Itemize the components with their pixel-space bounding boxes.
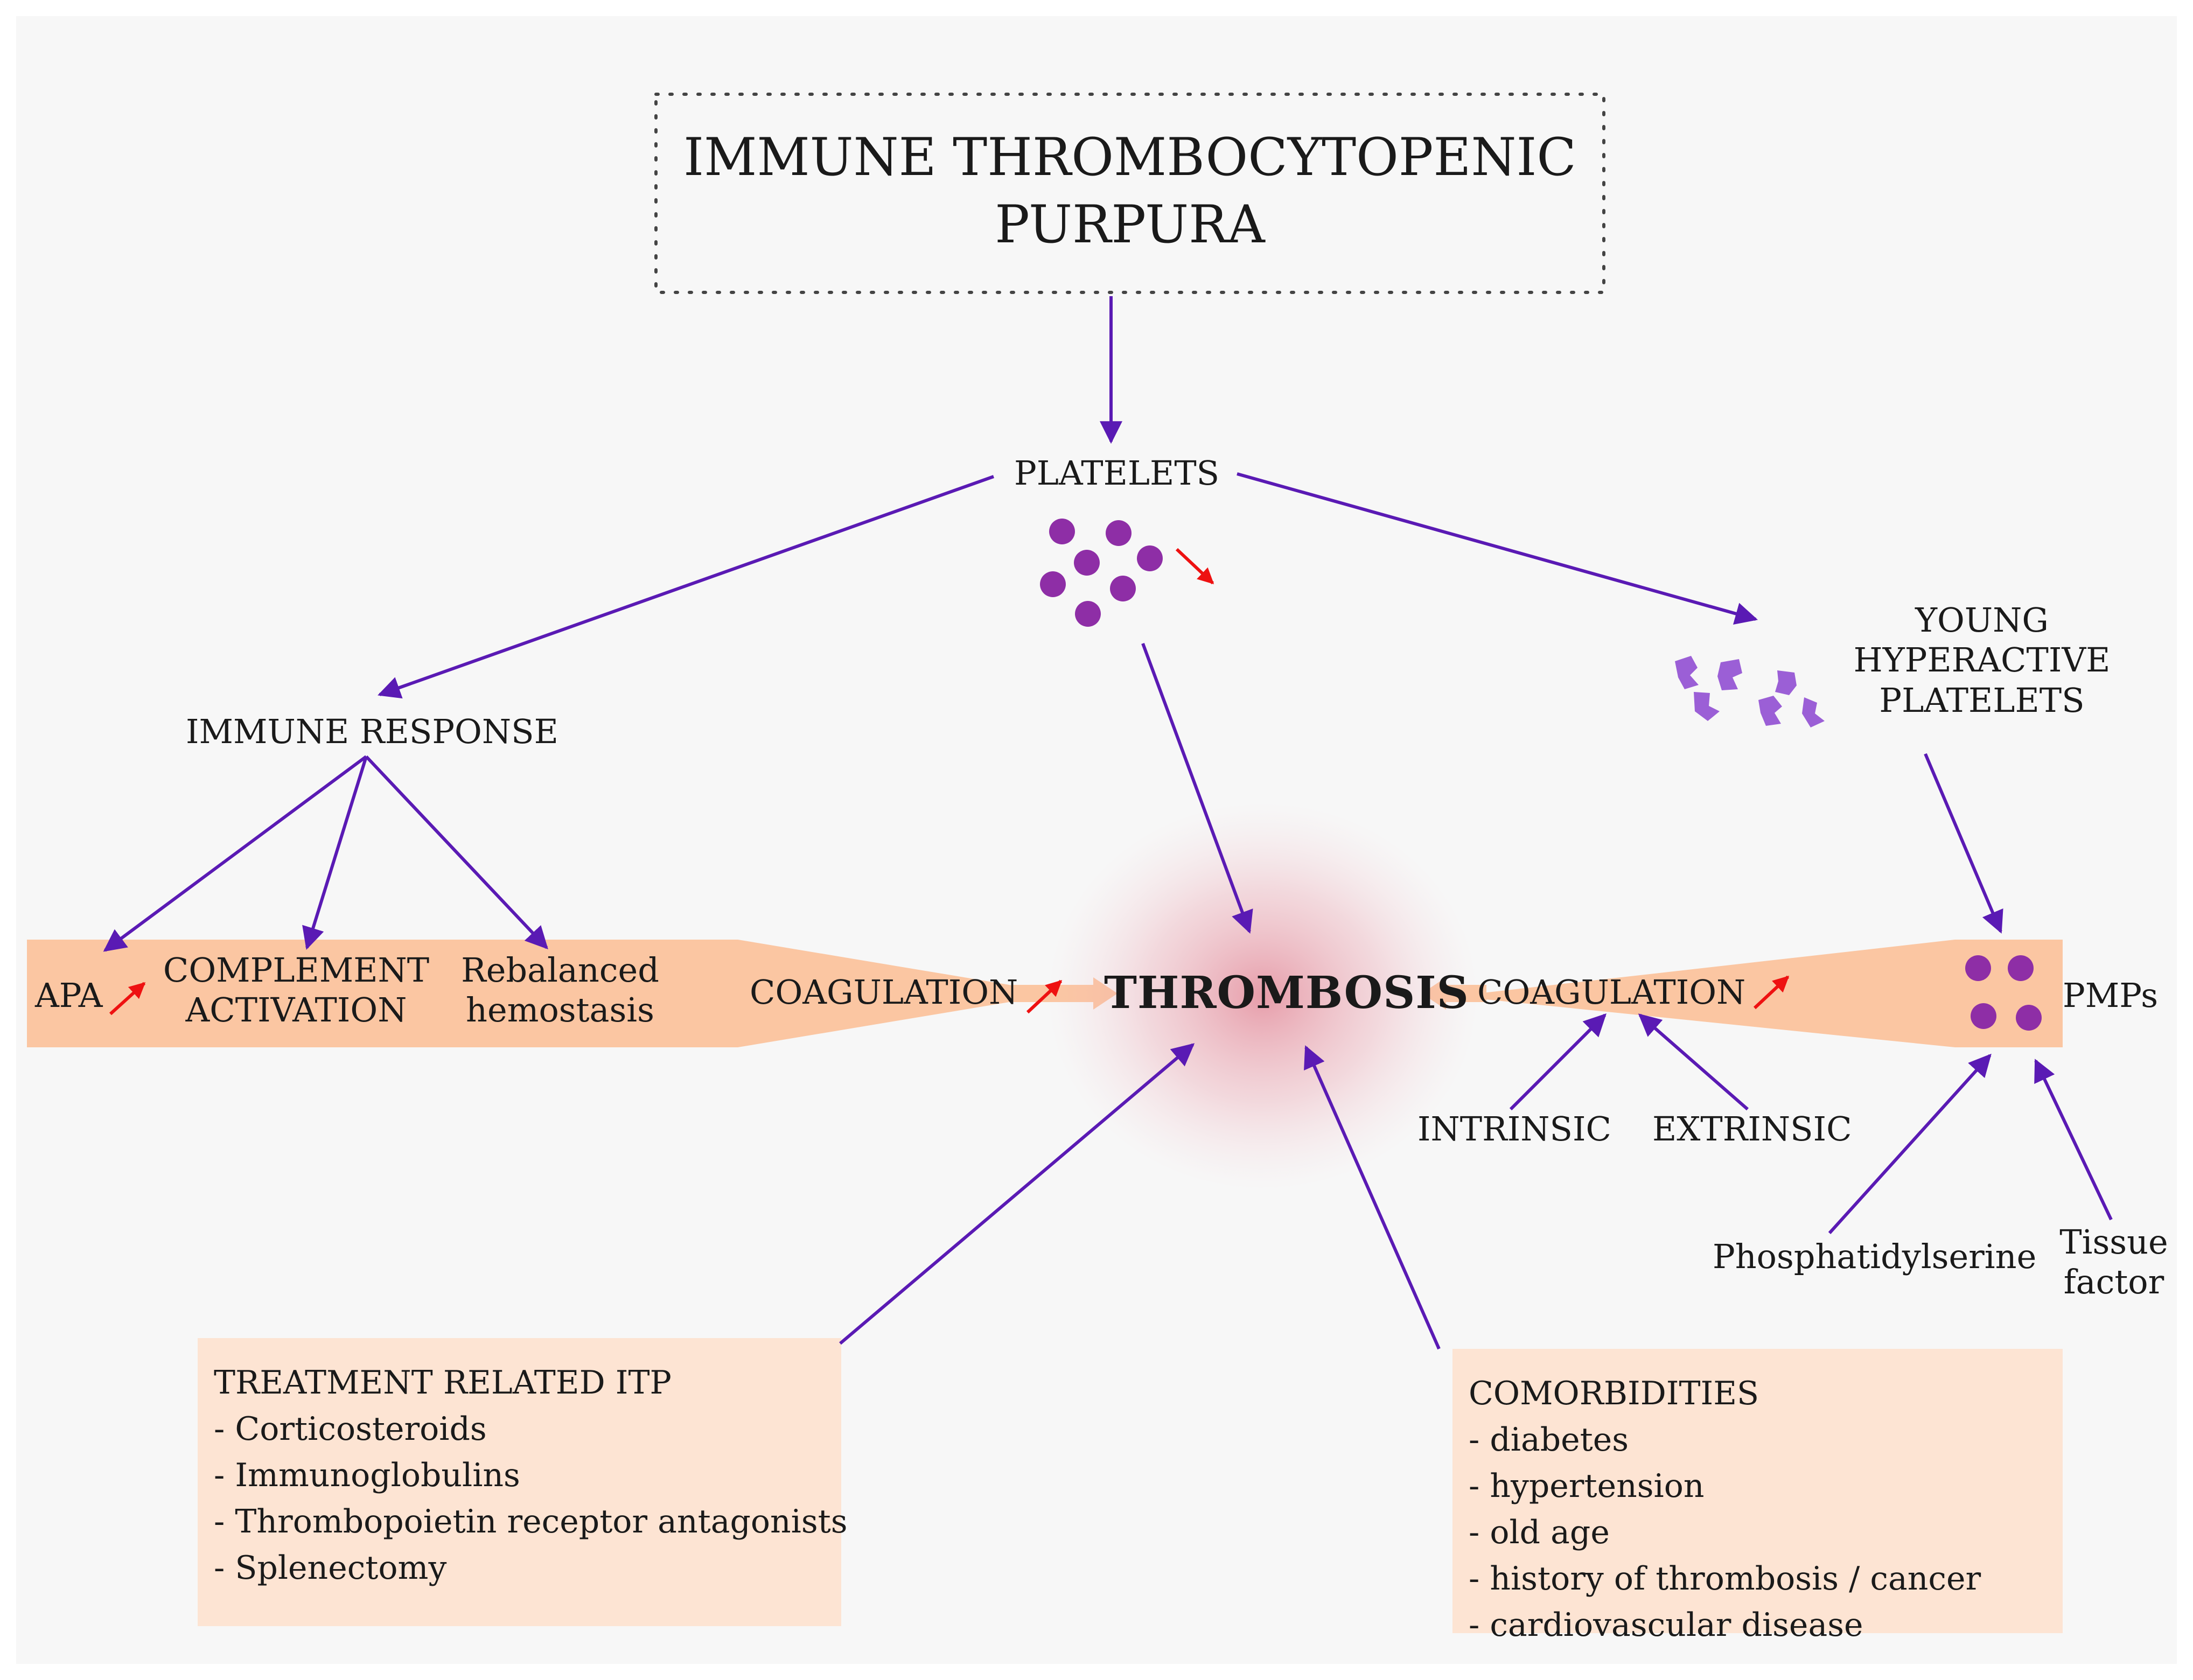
extrinsic-label: EXTRINSIC: [1652, 1109, 1852, 1149]
decrease-arrow-platelets: [1175, 548, 1214, 585]
phosphatidylserine-label: Phosphatidylserine: [1713, 1237, 2037, 1276]
young-platelet-shape: [1758, 696, 1782, 726]
comorbidities-box-bg: [1452, 1349, 2063, 1633]
thrombosis-label: THROMBOSIS: [1104, 967, 1469, 1019]
diagram-title: IMMUNE THROMBOCYTOPENIC PURPURA: [645, 124, 1615, 258]
complement-line-2: ACTIVATION: [185, 990, 407, 1030]
intrinsic-label: INTRINSIC: [1417, 1109, 1611, 1149]
young-platelet-shape: [1694, 692, 1720, 721]
rebalanced-line-1: Rebalanced: [461, 950, 659, 990]
comorbidities-box: COMORBIDITIES - diabetes - hypertension …: [1452, 1349, 2063, 1644]
arrow-young-to-pmps: [1924, 753, 2003, 934]
platelet-dot: [1075, 601, 1101, 627]
rebalanced-line-2: hemostasis: [466, 990, 654, 1030]
increase-arrow-coagulation-left: [1026, 979, 1063, 1014]
tissue-factor-line-1: Tissue: [2059, 1222, 2168, 1262]
complement-line-1: COMPLEMENT: [163, 950, 430, 990]
comorbidity-item: - hypertension: [1469, 1467, 1705, 1505]
treatment-item: - Splenectomy: [214, 1549, 447, 1587]
pmp-dot: [1965, 955, 1991, 981]
platelet-dot: [1040, 571, 1066, 597]
young-label-line-1: YOUNG: [1915, 600, 2049, 640]
coagulation-left-label: COAGULATION: [750, 972, 1018, 1012]
platelet-dot: [1110, 576, 1136, 601]
comorbidity-item: - history of thrombosis / cancer: [1469, 1560, 1981, 1598]
platelet-dot: [1106, 520, 1132, 546]
treatment-box: TREATMENT RELATED ITP - Corticosteroids …: [198, 1338, 848, 1626]
platelets-cluster: [1040, 519, 1163, 627]
rebalanced-hemostasis-label: Rebalanced hemostasis: [452, 950, 668, 1031]
arrow-phosphatidylserine-to-pmps: [1828, 1053, 1992, 1235]
treatment-box-bg: [198, 1338, 841, 1626]
arrow-extrinsic-to-coagulation: [1638, 1013, 1749, 1111]
thrombosis-glow: [1047, 802, 1478, 1190]
pmps-cluster: [1965, 955, 2042, 1031]
pmp-dot: [2008, 955, 2034, 981]
pmp-dot: [2016, 1005, 2042, 1031]
treatment-item: - Immunoglobulins: [214, 1457, 520, 1494]
increase-arrow-apa: [109, 982, 146, 1016]
immune-response-label: IMMUNE RESPONSE: [186, 712, 558, 751]
young-platelet-shape: [1802, 697, 1825, 727]
arrow-immune-to-rebalanced: [365, 755, 548, 950]
young-platelet-shape: [1675, 656, 1699, 689]
arrow-treatment-to-thrombosis: [839, 1043, 1195, 1345]
right-coagulation-band: [1454, 940, 2063, 1047]
comorbidity-item: - cardiovascular disease: [1469, 1606, 1863, 1644]
treatment-title: TREATMENT RELATED ITP: [214, 1364, 672, 1402]
young-label-line-3: PLATELETS: [1879, 680, 2085, 720]
apa-label: APA: [35, 976, 103, 1015]
young-platelet-shape: [1717, 659, 1742, 690]
complement-activation-label: COMPLEMENT ACTIVATION: [156, 950, 436, 1031]
arrow-platelets-to-young: [1237, 472, 1758, 625]
arrow-comorbidities-to-thrombosis: [1304, 1045, 1441, 1350]
arrow-platelets-to-immune: [378, 475, 995, 699]
tissue-factor-label: Tissue factor: [2052, 1222, 2176, 1303]
increase-arrow-coagulation-right: [1753, 975, 1790, 1010]
comorbidities-title: COMORBIDITIES: [1469, 1375, 1759, 1412]
treatment-item: - Thrombopoietin receptor antagonists: [214, 1503, 848, 1541]
pmp-dot: [1971, 1003, 1996, 1029]
young-platelet-shape: [1775, 670, 1797, 695]
arrow-immune-to-complement: [302, 756, 368, 950]
tissue-factor-line-2: factor: [2063, 1262, 2164, 1302]
platelet-dot: [1074, 550, 1100, 576]
platelet-dot: [1049, 519, 1075, 544]
left-coagulation-band: [27, 940, 1061, 1047]
platelet-dot: [1137, 545, 1163, 571]
comorbidity-item: - diabetes: [1469, 1421, 1629, 1459]
platelets-label: PLATELETS: [1014, 453, 1220, 493]
arrow-intrinsic-to-coagulation: [1509, 1013, 1607, 1111]
arrow-platelets-to-thrombosis: [1141, 642, 1253, 934]
arrow-tissue-factor-to-pmps: [2034, 1059, 2113, 1221]
young-hyperactive-platelets-label: YOUNG HYPERACTIVE PLATELETS: [1842, 600, 2122, 720]
comorbidity-item: - old age: [1469, 1514, 1610, 1551]
coagulation-right-label: COAGULATION: [1477, 972, 1746, 1012]
title-line-2: PURPURA: [995, 194, 1265, 255]
young-label-line-2: HYPERACTIVE: [1853, 640, 2111, 680]
pmps-label: PMPs: [2063, 976, 2159, 1015]
treatment-item: - Corticosteroids: [214, 1410, 487, 1448]
young-platelets-cluster: [1675, 656, 1825, 727]
arrow-immune-to-apa: [103, 755, 367, 952]
title-line-1: IMMUNE THROMBOCYTOPENIC: [683, 127, 1576, 187]
